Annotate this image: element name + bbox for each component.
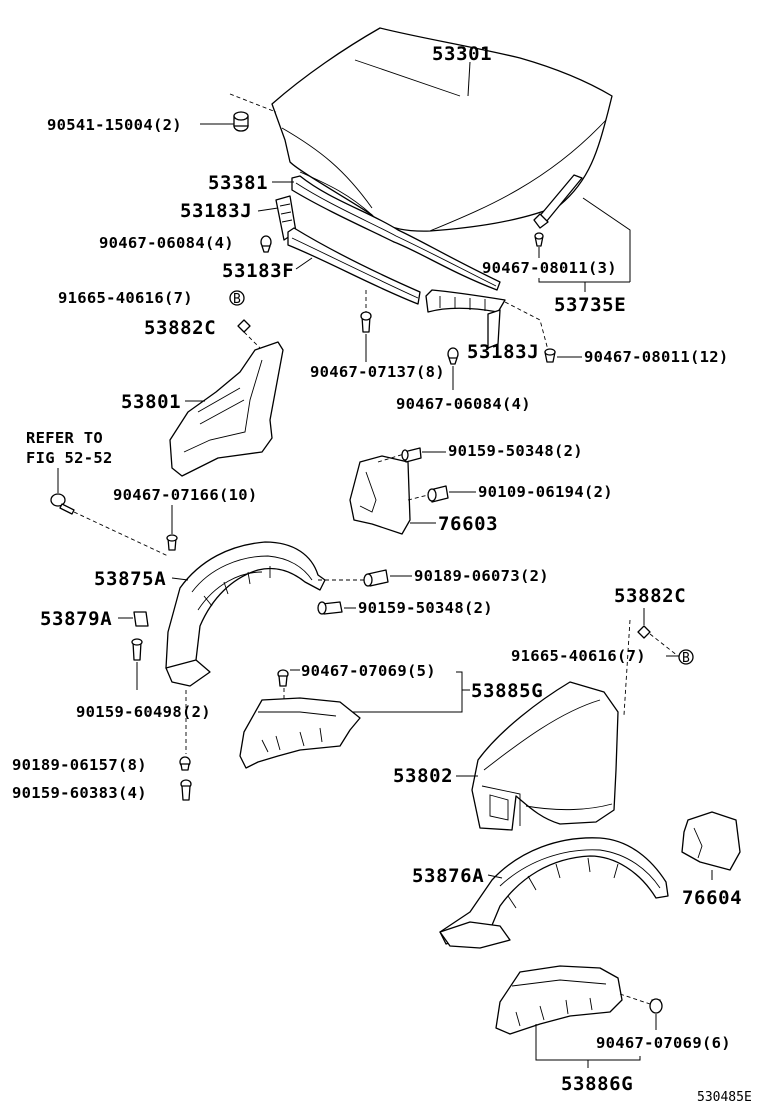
- clip-08011-12-icon[interactable]: [544, 348, 556, 363]
- seal-53183F[interactable]: [287, 227, 421, 305]
- seal-53183J-left[interactable]: [275, 195, 297, 241]
- dash-fender-top: [623, 619, 631, 716]
- refer-line2: FIG 52-52: [26, 449, 113, 467]
- leader-53301: [467, 61, 471, 97]
- fender-liner-53875A[interactable]: [165, 541, 326, 687]
- label-91665-40616-b: 91665-40616(7): [511, 647, 646, 665]
- leader-53735E-bracket: [538, 278, 630, 283]
- clip-53882C-right-icon[interactable]: [637, 625, 651, 639]
- figure-reference: 530485E: [697, 1090, 752, 1105]
- clip-07069-6-icon[interactable]: [649, 998, 663, 1014]
- dash-cushion: [229, 93, 277, 113]
- bolt-06194-icon[interactable]: [427, 485, 449, 503]
- label-90467-08011-3: 90467-08011(3): [482, 259, 617, 277]
- fender-apron-seal-53801[interactable]: [169, 341, 284, 477]
- leader-53885G-bracket: [352, 671, 463, 713]
- cushion-90541-icon[interactable]: [233, 111, 249, 132]
- label-53183J-a: 53183J: [180, 200, 252, 222]
- clip-B-right-icon[interactable]: B: [678, 649, 694, 666]
- clip-06084-right-icon[interactable]: [447, 347, 459, 365]
- label-53882C-a: 53882C: [144, 317, 216, 339]
- leader-53183F: [295, 257, 313, 270]
- label-90541-15004: 90541-15004(2): [47, 116, 182, 134]
- label-90467-07166: 90467-07166(10): [113, 486, 257, 504]
- hood-lock-support-53381[interactable]: [291, 175, 501, 291]
- label-90159-60498: 90159-60498(2): [76, 703, 211, 721]
- bolt-50348-upper-icon[interactable]: [401, 447, 422, 463]
- label-90159-50348-b: 90159-50348(2): [358, 599, 493, 617]
- label-53879A: 53879A: [40, 608, 112, 630]
- label-90189-06157: 90189-06157(8): [12, 756, 147, 774]
- clip-07166-icon[interactable]: [166, 534, 178, 551]
- label-76604: 76604: [682, 887, 742, 909]
- mudguard-76603[interactable]: [349, 455, 411, 535]
- label-53802: 53802: [393, 765, 453, 787]
- dash-06194: [407, 494, 429, 501]
- leader-53876A: [487, 874, 503, 879]
- svg-text:B: B: [682, 651, 690, 666]
- bolt-06157-icon[interactable]: [179, 756, 191, 771]
- label-53882C-b: 53882C: [614, 585, 686, 607]
- clip-53879A-icon[interactable]: [133, 611, 149, 627]
- dash-76603: [377, 453, 405, 463]
- label-53183J-b: 53183J: [467, 341, 539, 363]
- label-90159-60383: 90159-60383(4): [12, 784, 147, 802]
- screw-60498-icon[interactable]: [131, 638, 143, 661]
- label-90467-07069-5: 90467-07069(5): [301, 662, 436, 680]
- label-90109-06194: 90109-06194(2): [478, 483, 613, 501]
- clip-07137-icon[interactable]: [360, 311, 372, 333]
- seal-53735E[interactable]: [533, 174, 583, 229]
- bolt-50348-lower-icon[interactable]: [317, 601, 343, 615]
- label-53886G: 53886G: [561, 1073, 633, 1095]
- label-90467-07069-6: 90467-07069(6): [596, 1034, 731, 1052]
- label-53876A: 53876A: [412, 865, 484, 887]
- fender-liner-53876A[interactable]: [439, 837, 669, 949]
- clip-B-left-icon[interactable]: B: [229, 290, 245, 307]
- bolt-06073-icon[interactable]: [363, 569, 389, 587]
- label-53735E: 53735E: [554, 294, 626, 316]
- clip-53882C-left-icon[interactable]: [237, 319, 251, 333]
- label-76603: 76603: [438, 513, 498, 535]
- label-53183F: 53183F: [222, 260, 294, 282]
- shield-53885G[interactable]: [239, 697, 361, 769]
- seal-53183J-right[interactable]: [425, 289, 506, 349]
- dash-53882C-left: [243, 331, 263, 351]
- dash-refer: [73, 511, 169, 557]
- leader-53875A: [171, 577, 189, 581]
- clip-06084-left-icon[interactable]: [260, 235, 272, 253]
- fender-53802[interactable]: [471, 681, 619, 831]
- dash-07069-6: [619, 993, 651, 1005]
- screw-60383-icon[interactable]: [180, 779, 192, 801]
- label-90467-07137: 90467-07137(8): [310, 363, 445, 381]
- dash-53882C-right: [649, 633, 679, 657]
- svg-text:B: B: [233, 292, 241, 307]
- label-53875A: 53875A: [94, 568, 166, 590]
- label-53301: 53301: [432, 43, 492, 65]
- label-90467-06084-b: 90467-06084(4): [396, 395, 531, 413]
- refer-line1: REFER TO: [26, 429, 103, 447]
- leader-53183J-left: [257, 207, 279, 212]
- leader-53735E-top: [582, 197, 631, 282]
- shield-53886G[interactable]: [495, 965, 623, 1035]
- mudguard-76604[interactable]: [681, 811, 741, 871]
- bolt-refer-icon[interactable]: [50, 493, 75, 515]
- label-53885G: 53885G: [471, 680, 543, 702]
- label-53381: 53381: [208, 172, 268, 194]
- label-90159-50348-a: 90159-50348(2): [448, 442, 583, 460]
- label-90467-06084-a: 90467-06084(4): [99, 234, 234, 252]
- clip-07069-5-icon[interactable]: [277, 669, 289, 687]
- label-91665-40616-a: 91665-40616(7): [58, 289, 193, 307]
- label-90189-06073: 90189-06073(2): [414, 567, 549, 585]
- label-53801: 53801: [121, 391, 181, 413]
- label-90467-08011-12: 90467-08011(12): [584, 348, 728, 366]
- clip-08011-3-icon[interactable]: [534, 232, 544, 247]
